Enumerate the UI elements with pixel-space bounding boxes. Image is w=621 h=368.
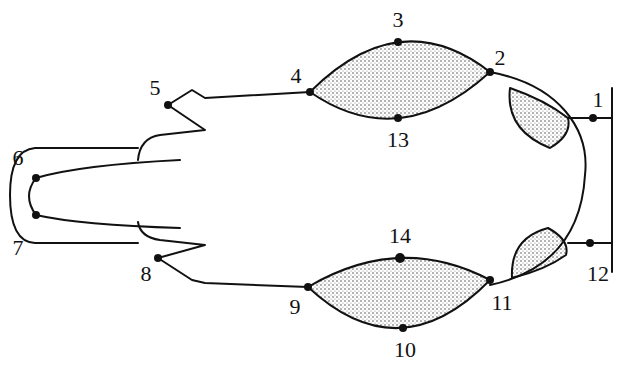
callout-number: 12 [587,263,609,285]
callout-number: 13 [387,129,409,151]
callout-number: 4 [291,65,302,87]
callout-number: 14 [389,225,411,247]
callout-number: 11 [491,292,512,314]
callout-number: 9 [290,296,301,318]
landmark-dots [32,38,597,332]
callout-number: 8 [141,263,152,285]
callout-number: 1 [593,89,604,111]
callout-number: 3 [393,9,404,31]
callout-number: 5 [150,77,161,99]
callout-number: 7 [13,237,24,259]
callout-number: 2 [495,47,506,69]
callout-number: 6 [13,147,24,169]
callout-number: 10 [394,339,416,361]
